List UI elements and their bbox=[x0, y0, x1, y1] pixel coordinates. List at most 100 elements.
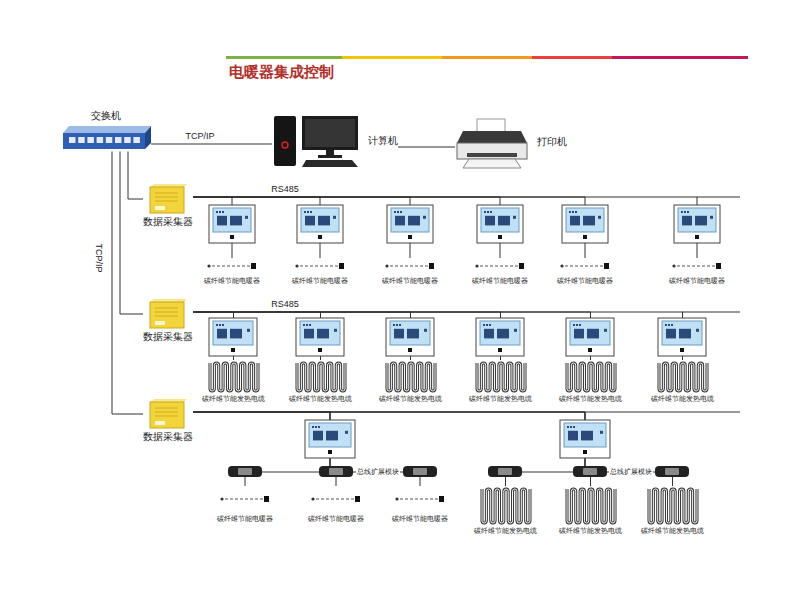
node-label: 碳纤维节能发热电缆 bbox=[469, 395, 532, 404]
collector-plate bbox=[155, 421, 165, 425]
lcd-screen bbox=[213, 208, 251, 232]
lcd-icon bbox=[394, 211, 396, 213]
connector bbox=[193, 312, 411, 360]
collector-line bbox=[155, 201, 178, 202]
lcd-icon bbox=[573, 324, 575, 326]
lcd-digits bbox=[313, 431, 323, 441]
switch-port bbox=[69, 137, 76, 143]
lcd-icon bbox=[312, 426, 314, 428]
switch-port bbox=[78, 137, 85, 143]
lcd-icon bbox=[304, 211, 306, 213]
module-body bbox=[403, 466, 437, 477]
node-label: 碳纤维节能发热电缆 bbox=[202, 395, 265, 404]
lcd-screen bbox=[390, 321, 430, 345]
heater-body bbox=[316, 499, 354, 500]
bus-line bbox=[682, 312, 740, 313]
lcd-digits bbox=[423, 216, 426, 219]
lcd-digits bbox=[318, 216, 330, 226]
connector bbox=[193, 412, 673, 486]
thermostat bbox=[296, 318, 344, 356]
thermostat bbox=[674, 205, 720, 243]
lcd-digits bbox=[485, 216, 495, 226]
thermostat-button bbox=[695, 235, 699, 239]
lcd-digits bbox=[570, 216, 580, 226]
lcd-icon bbox=[567, 426, 569, 428]
lcd-digits bbox=[497, 329, 509, 339]
lcd-icon bbox=[310, 211, 312, 213]
cable-outline bbox=[567, 489, 615, 523]
connector bbox=[193, 412, 591, 486]
heater-body bbox=[390, 266, 428, 267]
module-body bbox=[228, 466, 262, 477]
lcd-icon bbox=[216, 324, 218, 326]
bus-module bbox=[228, 466, 262, 477]
lcd-icon bbox=[681, 211, 683, 213]
lcd-icon bbox=[570, 426, 572, 428]
thermostat bbox=[387, 205, 433, 243]
lcd-icon bbox=[399, 324, 401, 326]
thermostat bbox=[658, 318, 706, 356]
cable-outline bbox=[482, 489, 530, 523]
collector-body bbox=[150, 187, 184, 213]
node-label: 碳纤维节能发热电缆 bbox=[474, 527, 537, 536]
cable-core bbox=[659, 363, 707, 391]
heating-cable: 碳纤维节能发热电缆 bbox=[559, 360, 622, 404]
data-collector: 数据采集器 bbox=[143, 298, 193, 344]
thermostat bbox=[476, 318, 524, 356]
collector-icon bbox=[148, 183, 188, 215]
collector-line bbox=[155, 412, 178, 413]
lcd-screen bbox=[309, 423, 351, 447]
heater: 碳纤维节能电暖器 bbox=[292, 258, 348, 286]
node-label: 碳纤维节能电暖器 bbox=[204, 277, 260, 286]
monitor-stand bbox=[326, 150, 334, 155]
lcd-digits bbox=[514, 329, 517, 332]
heater-icon bbox=[669, 258, 725, 276]
connector bbox=[193, 412, 585, 486]
node-label: 数据采集器 bbox=[143, 216, 193, 229]
thermostat-body bbox=[209, 318, 257, 356]
color-bar bbox=[442, 56, 532, 59]
connector bbox=[193, 197, 585, 258]
color-bar bbox=[342, 56, 442, 59]
cable-core bbox=[477, 363, 525, 391]
thermostat bbox=[305, 420, 355, 458]
heater-plug bbox=[264, 496, 269, 502]
cable-core bbox=[297, 363, 345, 391]
heater: 碳纤维节能电暖器 bbox=[204, 258, 260, 286]
heater-body bbox=[212, 266, 250, 267]
heating-cable: 碳纤维节能发热电缆 bbox=[651, 360, 714, 404]
connector bbox=[193, 197, 410, 258]
lcd-digits bbox=[305, 216, 315, 226]
thermostat-body bbox=[560, 420, 610, 458]
thermostat-body bbox=[297, 205, 343, 243]
thermostat-body bbox=[305, 420, 355, 458]
switch-port bbox=[133, 137, 140, 143]
connector bbox=[193, 312, 591, 360]
connector bbox=[128, 152, 143, 200]
node-label: 碳纤维节能电暖器 bbox=[217, 515, 273, 524]
heating-cable: 碳纤维节能发热电缆 bbox=[202, 360, 265, 404]
data-collector: 数据采集器 bbox=[143, 183, 193, 229]
lcd-digits bbox=[333, 216, 336, 219]
edge-label: TCP/IP bbox=[184, 131, 215, 142]
lcd-digits bbox=[407, 329, 419, 339]
module-chip bbox=[413, 468, 427, 475]
collector-line bbox=[155, 197, 178, 198]
lcd-icon bbox=[572, 211, 574, 213]
lcd-icon bbox=[665, 324, 667, 326]
cable-outline bbox=[477, 363, 525, 391]
heating-cable: 碳纤维节能发热电缆 bbox=[379, 360, 442, 404]
heater-end bbox=[220, 497, 223, 500]
collector-plate bbox=[155, 206, 165, 210]
bus-line bbox=[697, 197, 740, 198]
bus-module bbox=[573, 466, 607, 477]
thermostat bbox=[566, 318, 614, 356]
lcd-icon bbox=[397, 211, 399, 213]
lcd-icon bbox=[222, 211, 224, 213]
cable-outline bbox=[567, 363, 615, 391]
thermostat-body bbox=[562, 205, 608, 243]
heater-end bbox=[475, 264, 478, 267]
printer-body bbox=[457, 143, 527, 159]
monitor-base bbox=[318, 155, 342, 158]
lcd-icon bbox=[307, 211, 309, 213]
